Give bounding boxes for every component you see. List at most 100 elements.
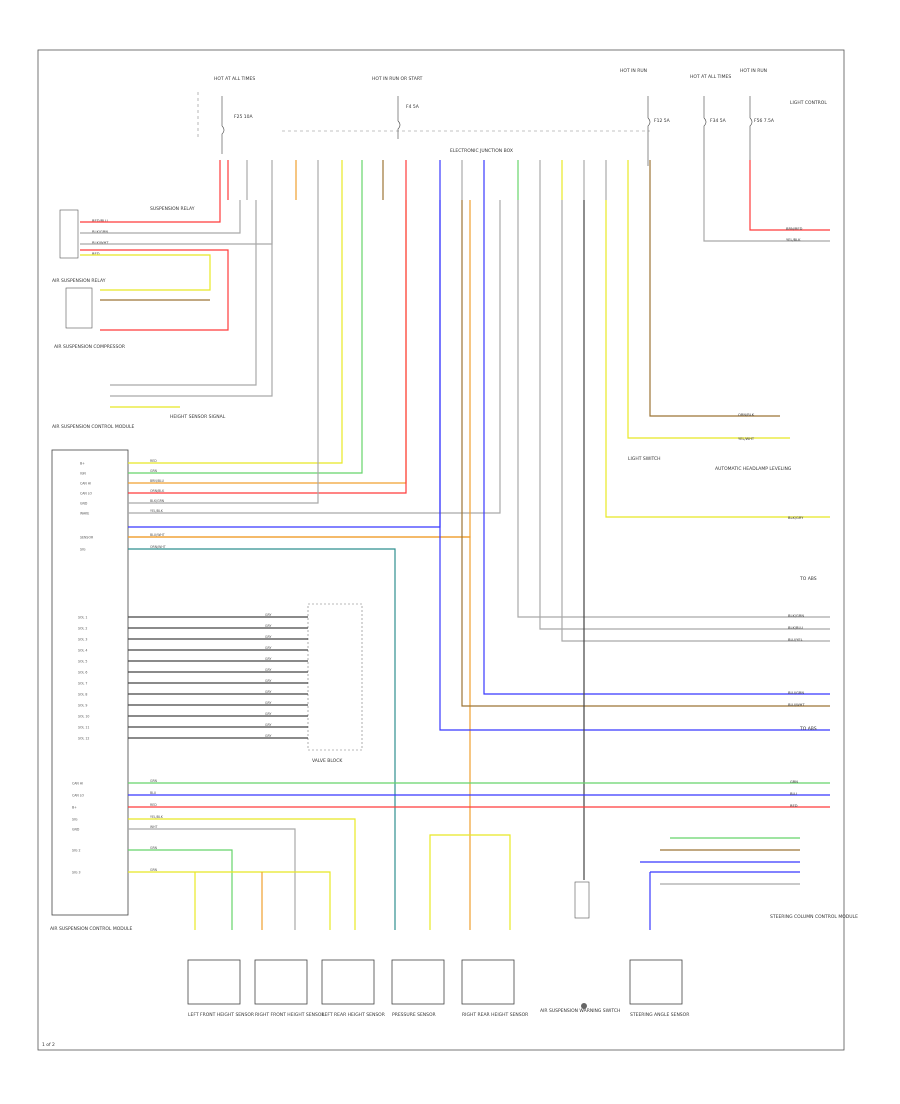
fuse-symbols	[221, 96, 753, 166]
module-pin-middle-wire: GRY	[265, 701, 271, 705]
right-wire-6: BLK/GRN	[788, 614, 804, 618]
right-wire-5: BLK/GRY	[788, 516, 804, 520]
suspension-relay-label: SUSPENSION RELAY	[150, 206, 195, 212]
fuse-f56-icon	[749, 96, 753, 166]
module-top-wire	[128, 200, 319, 504]
module-pin-bottom-label: CAN LO	[72, 794, 84, 798]
steering-module-label: STEERING COLUMN CONTROL MODULE	[770, 914, 858, 920]
module-pin-middle-wire: GRY	[265, 635, 271, 639]
label-fuse-f34: F34 5A	[710, 118, 727, 124]
right-run-wire	[605, 200, 830, 518]
module-pin-top-label: IGN	[80, 472, 86, 476]
right-run-wire	[561, 200, 830, 642]
module-pin-middle-wire: GRY	[265, 679, 271, 683]
label-hot-in-run-center: HOT IN RUN OR START	[372, 76, 423, 82]
sensor-signal-wire	[429, 834, 511, 930]
right-run-wire	[517, 200, 830, 618]
right-wire-13: RED	[790, 804, 798, 808]
right-wire-7: BLK/BLU	[788, 626, 803, 630]
module-pin-top-wire: GRN	[150, 469, 158, 473]
right-run-wire	[461, 200, 830, 707]
footer-code: 1 of 2	[42, 1042, 55, 1048]
fuse-f25-icon	[221, 96, 225, 154]
module-top-wire	[128, 200, 441, 528]
label-hot-right-2: HOT AT ALL TIMES	[690, 74, 731, 80]
module-pin-bottom-label: B+	[72, 806, 77, 810]
suspension-relay-box	[59, 209, 79, 259]
control-module-box	[51, 449, 129, 916]
label-hot-right-3: HOT IN RUN	[740, 68, 767, 74]
right-wire-12: BLU	[790, 792, 797, 796]
module-pin-middle-wire: GRY	[265, 712, 271, 716]
module-pin-top-label: CAN LO	[80, 492, 92, 496]
sensor-component-box	[254, 959, 308, 1005]
module-pin-bottom-wire: BLU	[150, 791, 157, 795]
module-pin-bottom-wire: RED	[150, 803, 157, 807]
module-pin-middle-label: SOL 5	[78, 660, 87, 664]
module-pin-middle-label: SOL 4	[78, 649, 87, 653]
module-pin-middle-wire: GRY	[265, 690, 271, 694]
module-pin-top-label: SIG	[80, 548, 86, 552]
sensor-signal-wire	[128, 828, 296, 930]
right-wire-11: GRN	[790, 780, 798, 784]
fuse-f4-icon	[397, 96, 401, 139]
height-sensor-note: HEIGHT SENSOR SIGNAL	[170, 414, 226, 420]
module-pin-top-label: B+	[80, 462, 85, 466]
module-top-wire	[128, 200, 501, 514]
module-top-wire	[128, 200, 363, 474]
module-pin-bottom-label: SIG	[72, 818, 78, 822]
label-fuse-f4: F4 5A	[406, 104, 420, 110]
module-pin-top-label: GND	[80, 502, 88, 506]
diagram-border	[37, 49, 845, 1051]
module-pin-middle-label: SOL 8	[78, 693, 87, 697]
relay-wire	[80, 254, 211, 291]
module-pin-bottom-wire: YEL/BLK	[150, 815, 164, 819]
control-module-name: AIR SUSPENSION CONTROL MODULE	[50, 926, 133, 932]
right-note-b: AUTOMATIC HEADLAMP LEVELING	[715, 466, 792, 472]
module-pin-top-wire: BRN/BLU	[150, 479, 165, 483]
module-pin-middle-label: SOL 6	[78, 671, 87, 675]
right-wire-9: BLU/GRN	[788, 691, 804, 695]
right-run-wire	[483, 200, 830, 695]
module-pin-middle-label: SOL 2	[78, 627, 87, 631]
bottom-component-label: LEFT FRONT HEIGHT SENSOR	[188, 1012, 254, 1018]
fuse-f34-icon	[703, 96, 707, 166]
warning-switch-box	[574, 881, 590, 919]
right-run-wire	[749, 200, 830, 231]
module-pin-middle-label: SOL 11	[78, 726, 89, 730]
module-pin-top-label: SENSOR	[80, 536, 94, 540]
module-pin-top-wire: RED	[150, 459, 157, 463]
sensor-component-box	[461, 959, 515, 1005]
height-wire	[110, 200, 273, 397]
bottom-component-label: RIGHT REAR HEIGHT SENSOR	[462, 1012, 528, 1018]
module-pin-bottom-label: SIG 2	[72, 849, 80, 853]
right-run-wire	[439, 200, 830, 731]
label-light-control: LIGHT CONTROL	[790, 100, 827, 106]
label-fuse-f12: F12 5A	[654, 118, 671, 124]
wire-label-2: BLK/GRN	[92, 230, 108, 234]
module-pin-top-wire: BLU/WHT	[150, 533, 165, 537]
module-pin-middle-label: SOL 1	[78, 616, 87, 620]
to-abs-2: TO ABS	[799, 726, 817, 732]
right-wire-1: BRN/RED	[786, 227, 803, 231]
ground-icon	[581, 1003, 587, 1009]
bottom-component-label: STEERING ANGLE SENSOR	[630, 1012, 689, 1018]
wire-label-3: BLK/WHT	[92, 241, 109, 245]
module-top-wire	[128, 200, 407, 484]
module-sensor-wire	[128, 536, 471, 930]
sensor-component-box	[391, 959, 445, 1005]
right-wire-4: YEL/WHT	[738, 437, 755, 441]
valve-block-box	[307, 603, 363, 751]
sensor-component-box	[629, 959, 683, 1005]
label-fuse-f25: F25 10A	[234, 114, 253, 120]
relay-wire	[80, 200, 241, 234]
module-pin-top-wire: ORN/BLK	[150, 489, 165, 493]
sensor-component-box	[321, 959, 375, 1005]
module-pin-middle-wire: GRY	[265, 624, 271, 628]
wires-layer	[80, 160, 830, 930]
height-wire	[110, 200, 257, 386]
module-pin-bottom-wire: GRN	[150, 779, 158, 783]
